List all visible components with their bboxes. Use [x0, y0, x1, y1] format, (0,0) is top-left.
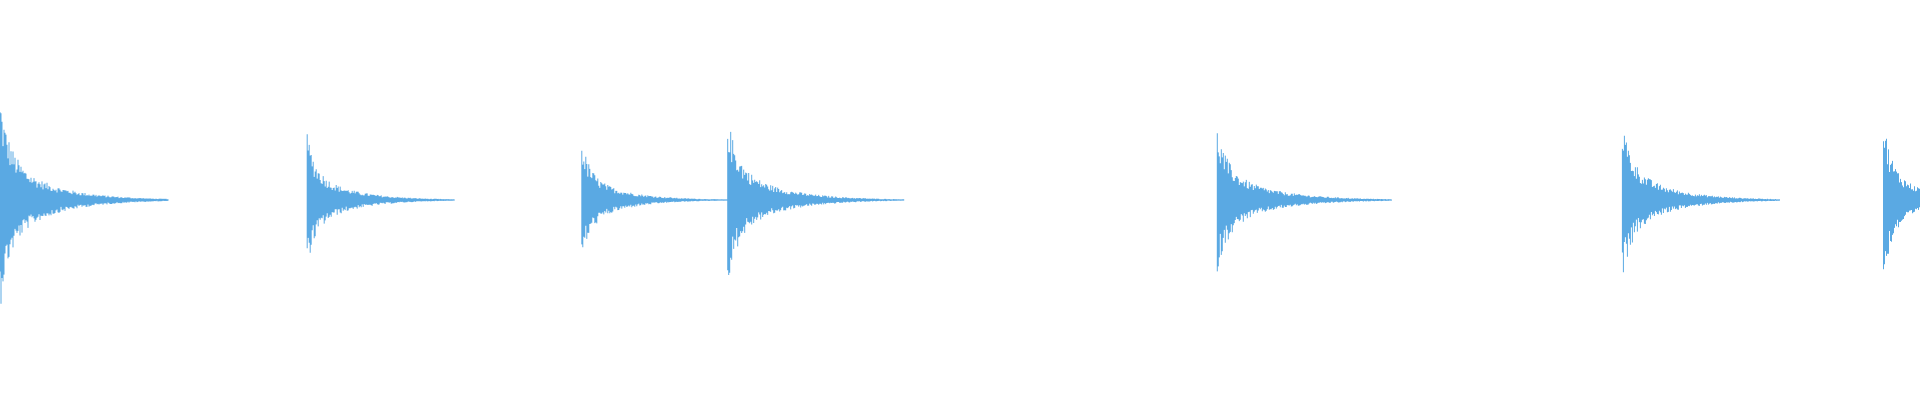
waveform-tail-dot	[446, 199, 448, 201]
waveform-tail-dot	[1911, 199, 1913, 201]
waveform-tail-dot	[704, 199, 707, 201]
waveform-transient	[1621, 135, 1780, 273]
waveform-tail-dot	[712, 199, 715, 201]
waveform-tail-dot	[720, 199, 723, 201]
waveform-tail-dot	[1770, 199, 1773, 201]
waveform-tail-dot	[879, 199, 882, 201]
waveform-group	[0, 112, 1920, 304]
waveform-tail-dot	[430, 199, 432, 201]
waveform-tail-dot	[1762, 199, 1765, 201]
waveform-tail-dot	[1903, 199, 1905, 201]
waveform-tail-dot	[887, 199, 890, 201]
waveform-tail-dot	[144, 199, 146, 201]
waveform-transient	[306, 134, 455, 253]
waveform-transient	[0, 112, 169, 304]
waveform-tail-dot	[152, 199, 154, 201]
waveform-tail-dot	[1367, 199, 1369, 201]
waveform-transient	[581, 150, 730, 248]
waveform-tail-dot	[895, 199, 898, 201]
waveform-tail-dot	[160, 199, 162, 201]
waveform-transient	[1216, 133, 1392, 272]
waveform-tail-dot	[1375, 199, 1377, 201]
waveform-tail-dot	[438, 199, 440, 201]
waveform-tail-dot	[1895, 199, 1897, 201]
waveform-tail-dot	[1754, 199, 1757, 201]
waveform-transient	[727, 131, 905, 275]
waveform-transient	[1883, 138, 1920, 270]
waveform-tail-dot	[1383, 199, 1385, 201]
